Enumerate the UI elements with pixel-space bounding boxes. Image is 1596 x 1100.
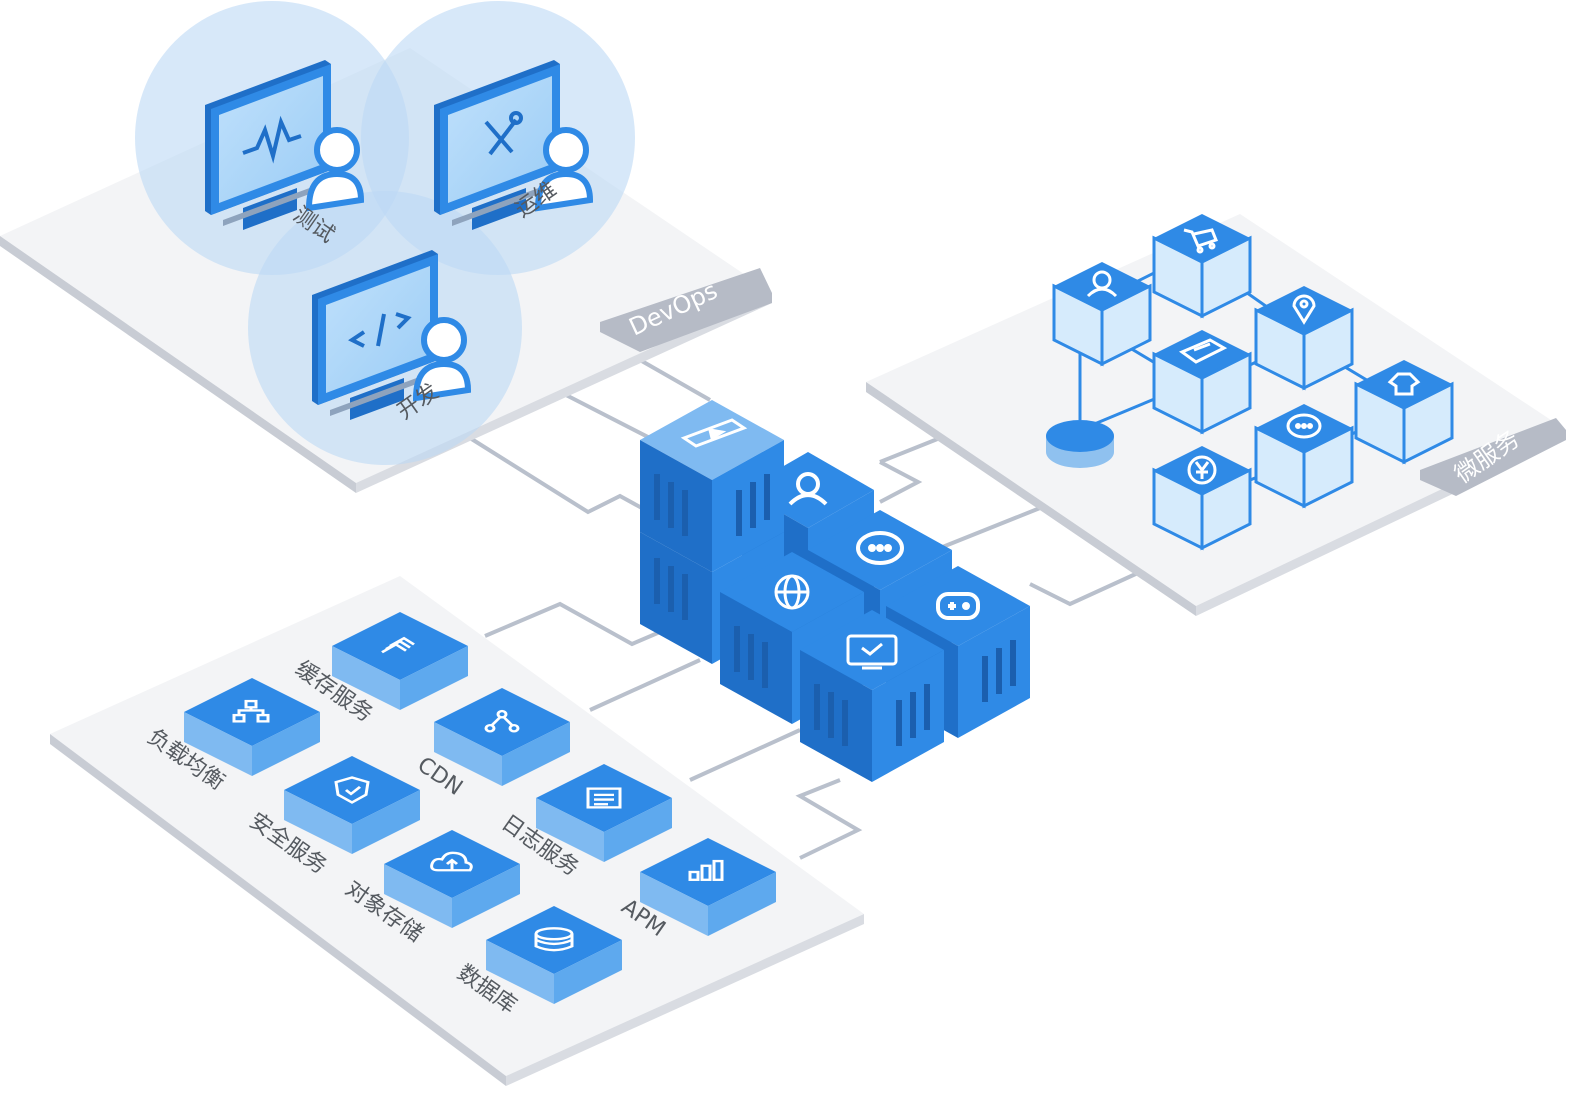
user-icon <box>788 472 828 506</box>
role-dev <box>312 250 472 420</box>
log-list-icon <box>586 787 622 809</box>
core-cube-monitor <box>800 610 944 782</box>
shield-icon <box>334 776 370 804</box>
service-tile-layers <box>332 612 468 710</box>
role-test <box>205 60 365 230</box>
person-icon <box>305 127 365 212</box>
microservice-node-cart <box>1152 214 1252 319</box>
service-tile-shield <box>284 756 420 854</box>
cart-icon <box>1183 228 1218 254</box>
core-cluster <box>640 400 1030 782</box>
service-tile-database <box>486 906 622 1004</box>
core-cube-video <box>640 400 784 572</box>
chat-icon <box>856 531 904 565</box>
service-tile-cloud-upload <box>384 830 520 928</box>
database-icon <box>534 927 574 952</box>
network-icon <box>232 699 270 723</box>
microservice-node-user <box>1052 262 1152 367</box>
shirt-icon <box>1387 372 1421 396</box>
id-card-icon <box>1178 338 1228 364</box>
service-tile-network <box>184 678 320 776</box>
service-tiles <box>184 612 776 1004</box>
gamepad-icon <box>936 592 980 620</box>
yen-icon <box>1187 455 1217 485</box>
tools-icon <box>484 111 523 156</box>
microservice-node-idcard <box>1152 330 1252 435</box>
video-icon <box>680 418 748 448</box>
waveform-icon <box>242 115 302 164</box>
user-icon <box>1086 270 1118 298</box>
monitor-check-icon <box>846 634 898 670</box>
person-icon <box>534 127 594 212</box>
globe-icon <box>774 574 810 610</box>
chat-icon <box>1286 413 1322 439</box>
role-ops <box>434 60 594 230</box>
layers-icon <box>381 636 415 654</box>
bar-chart-icon <box>688 859 724 881</box>
code-icon <box>348 312 412 348</box>
person-icon <box>412 317 472 402</box>
microservice-node-location <box>1254 286 1354 391</box>
service-tile-share-nodes <box>434 688 570 786</box>
microservice-node-chat <box>1254 404 1354 509</box>
share-nodes-icon <box>484 709 520 733</box>
service-tile-log-list <box>536 764 672 862</box>
microservice-node-yen <box>1152 446 1252 551</box>
hub-disc <box>1046 420 1114 468</box>
service-tile-bar-chart <box>640 838 776 936</box>
location-pin-icon <box>1292 294 1316 325</box>
microservice-node-shirt <box>1354 360 1454 465</box>
cloud-upload-icon <box>430 851 473 872</box>
